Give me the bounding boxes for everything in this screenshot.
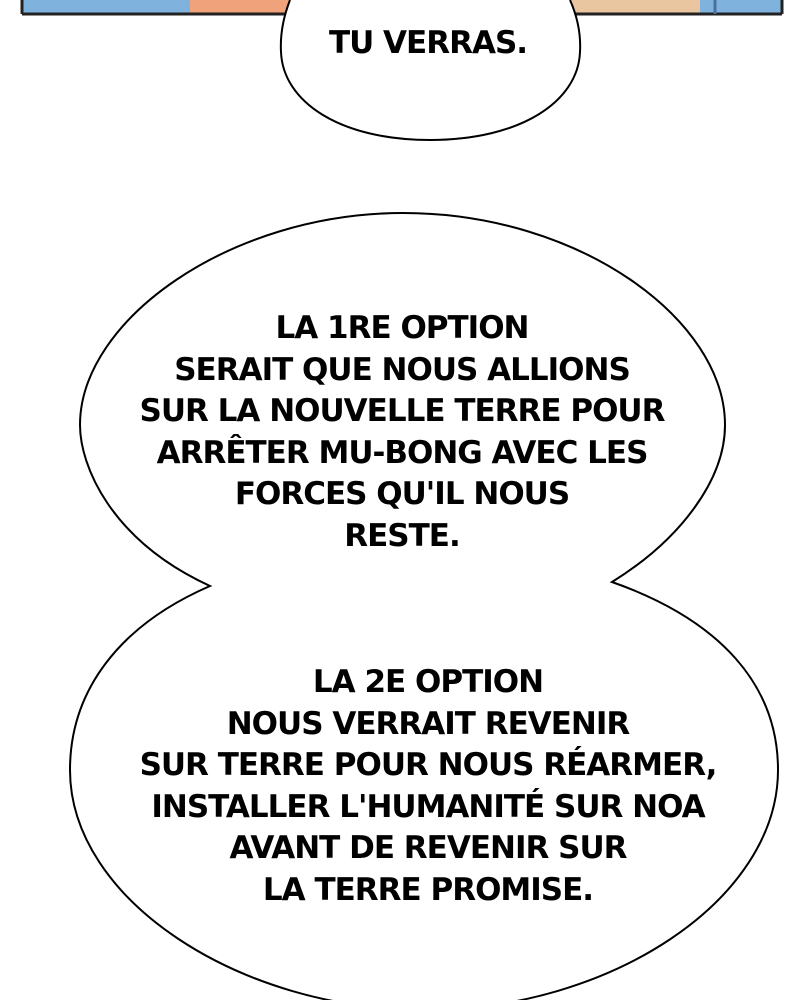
dialogue-line: AVANT DE REVENIR SUR xyxy=(229,830,627,866)
speech-bubble-double xyxy=(68,211,780,1000)
speech-bubble-top xyxy=(279,0,582,142)
dialogue-line: RESTE. xyxy=(344,517,460,554)
dialogue-line: SERAIT QUE NOUS ALLIONS xyxy=(174,351,631,388)
dialogue-line: SUR TERRE POUR NOUS RÉARMER, xyxy=(139,747,718,783)
dialogue-line: LA TERRE PROMISE. xyxy=(262,871,594,908)
dialogue-line: FORCES QU'IL NOUS xyxy=(234,476,570,512)
dialogue-line: LA 1RE OPTION xyxy=(275,310,530,346)
bubble-option-2-text: LA 2E OPTION NOUS VERRAIT REVENIR SUR TE… xyxy=(0,662,800,911)
dialogue-line: TU VERRAS. xyxy=(328,25,528,61)
dialogue-line: SUR LA NOUVELLE TERRE POUR xyxy=(139,393,666,429)
dialogue-line: ARRÊTER MU-BONG AVEC LES xyxy=(156,434,649,471)
dialogue-line: NOUS VERRAIT REVENIR xyxy=(226,705,631,742)
bubble-top-text: TU VERRAS. xyxy=(0,22,800,64)
dialogue-line: INSTALLER L'HUMANITÉ SUR NOA xyxy=(151,788,705,825)
dialogue-line: LA 2E OPTION xyxy=(312,664,544,700)
bubble-option-1-text: LA 1RE OPTION SERAIT QUE NOUS ALLIONS SU… xyxy=(0,308,800,557)
